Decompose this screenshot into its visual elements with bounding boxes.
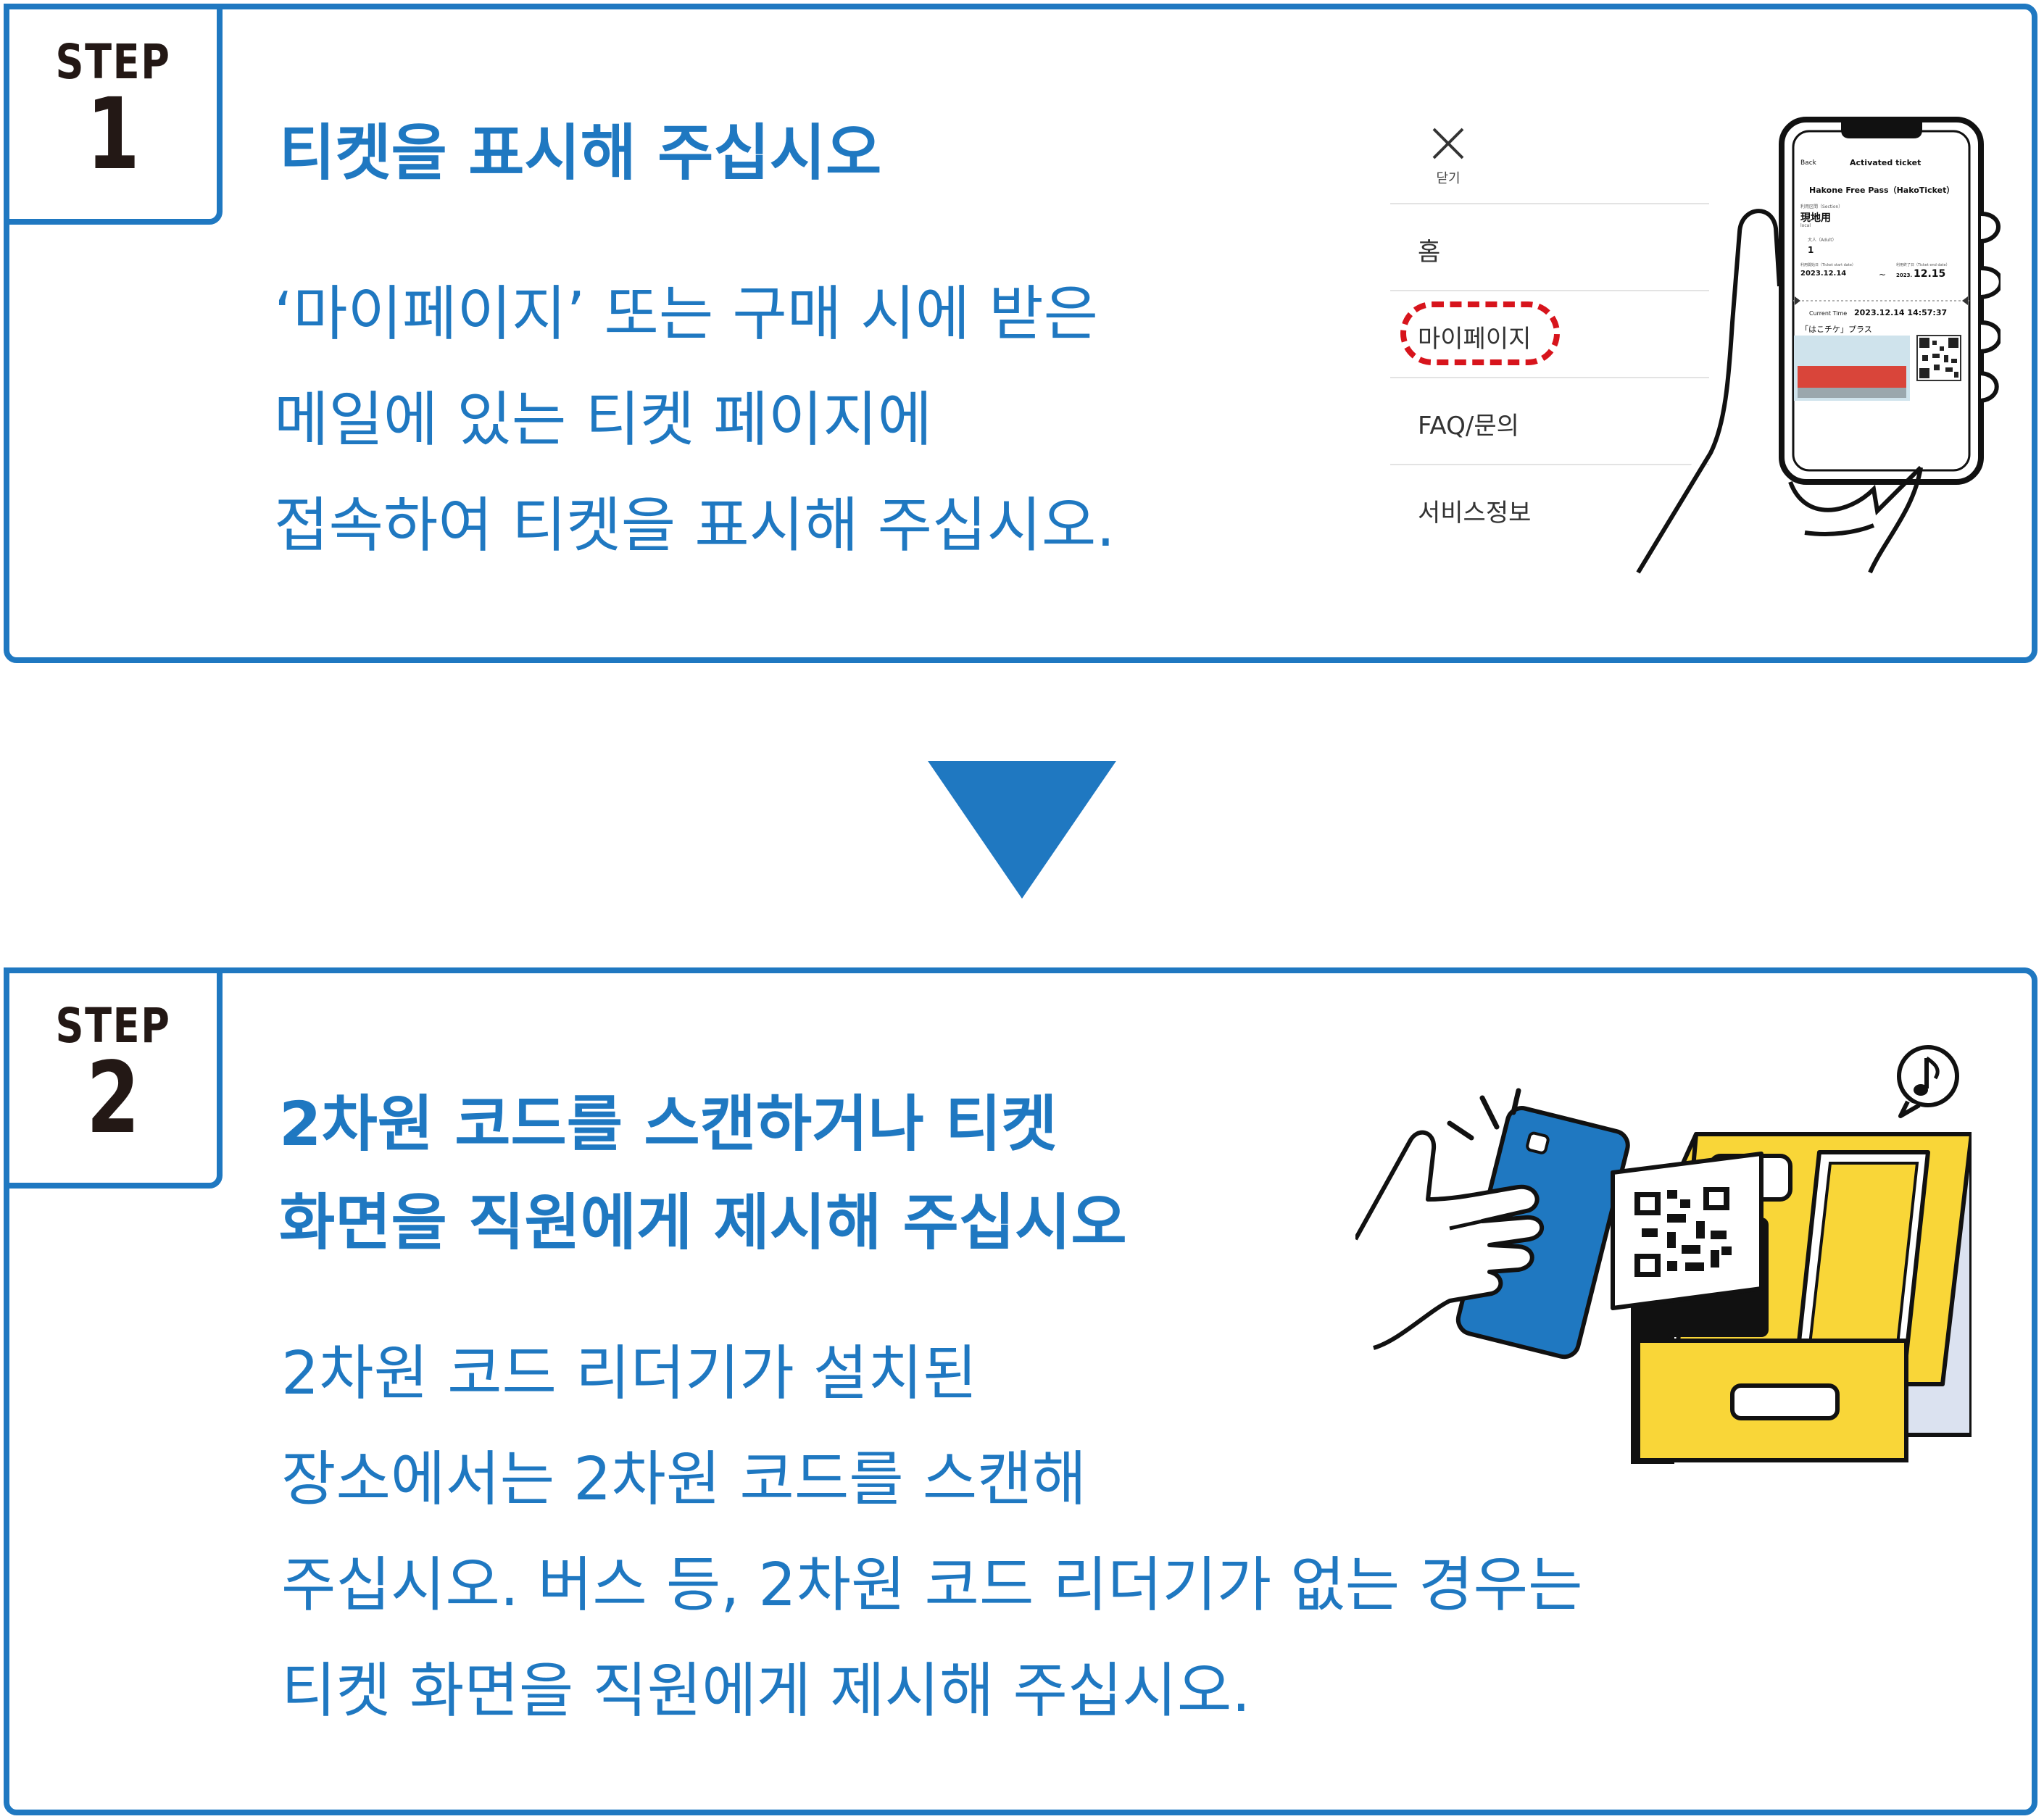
down-arrow-icon (928, 761, 1116, 899)
menu-close-label: 닫기 (1436, 171, 1461, 186)
qr-scanner-illustration (1355, 1045, 1972, 1464)
step1-line-3: 접속하여 티켓을 표시해 주십시오. (274, 491, 1116, 560)
ticket-end-year: 2023. (1896, 272, 1913, 278)
ticket-current-label: Current Time (1809, 310, 1848, 317)
ticket-end-label: 利用終了日（Ticket end date） (1896, 263, 1950, 267)
step2-line-1: 2차원 코드 리더기가 설치된 (281, 1339, 978, 1408)
ticket-date-tilde: ~ (1879, 270, 1887, 280)
ticket-start-label: 利用開始日（Ticket start date） (1800, 263, 1856, 267)
step1-panel: STEP 1 티켓을 표시해 주십시오 ‘마이페이지’ 또는 구매 시에 받은 … (4, 4, 2037, 663)
menu-item-home[interactable]: 홈 (1390, 203, 1709, 291)
side-menu: 닫기 홈 마이페이지 FAQ/문의 서비스정보 (1390, 116, 1709, 580)
ticket-section-sub: local (1800, 223, 1811, 228)
ticket-start-value: 2023.12.14 (1800, 270, 1847, 278)
ticket-back-link[interactable]: Back (1800, 159, 1816, 167)
step2-badge: STEP 2 (4, 967, 223, 1189)
step2-title-line-2: 화면을 직원에게 제시해 주십시오 (279, 1187, 1127, 1258)
step2-line-4: 티켓 화면을 직원에게 제시해 주십시오. (281, 1657, 1251, 1726)
ticket-section-label: 利用区間（Section） (1800, 204, 1843, 209)
ticket-current-value: 2023.12.14 14:57:37 (1854, 308, 1948, 317)
step1-line-2: 메일에 있는 티켓 페이지에 (274, 386, 933, 454)
step2-description: 2차원 코드 리더기가 설치된 장소에서는 2차원 코드를 스캔해 주십시오. … (281, 1321, 2043, 1744)
step1-word: STEP (55, 34, 171, 90)
step2-word: STEP (55, 998, 171, 1054)
ticket-adult-label: 大人（Adult） (1808, 238, 1837, 243)
step2-title: 2차원 코드를 스캔하거나 티켓 화면을 직원에게 제시해 주십시오 (279, 1075, 1468, 1272)
menu-item-label: FAQ/문의 (1418, 412, 1519, 441)
highlight-oval (1400, 301, 1560, 365)
step1-description: ‘마이페이지’ 또는 구매 시에 받은 메일에 있는 티켓 페이지에 접속하여 … (274, 262, 1405, 579)
step1-title: 티켓을 표시해 주십시오 (279, 117, 882, 188)
ticket-adult-value: 1 (1808, 245, 1814, 255)
close-icon (1432, 128, 1464, 159)
step2-title-line-1: 2차원 코드를 스캔하거나 티켓 (279, 1089, 1058, 1160)
hand-holding-phone-illustration (1636, 117, 2001, 574)
step2-number: 2 (86, 1041, 140, 1156)
menu-close-button[interactable]: 닫기 (1426, 122, 1470, 187)
menu-item-mypage[interactable]: 마이페이지 (1390, 290, 1709, 378)
menu-item-faq[interactable]: FAQ/문의 (1390, 377, 1709, 465)
ticket-end-value: 12.15 (1914, 268, 1946, 280)
step1-badge: STEP 1 (4, 4, 223, 225)
menu-item-label: 마이페이지 (1418, 325, 1532, 354)
music-note-icon (1897, 1045, 1959, 1118)
qr-code-icon (1611, 1152, 1763, 1310)
menu-item-service-info[interactable]: 서비스정보 (1390, 464, 1709, 552)
menu-item-label: 홈 (1418, 238, 1441, 267)
ticket-header: Activated ticket (1850, 158, 1922, 167)
ticket-section-value: 現地用 (1800, 212, 1831, 224)
ticket-plus-label: 「はこチケ」プラス (1800, 325, 1872, 334)
ticket-screen: Back Activated ticket Hakone Free Pass（H… (1787, 138, 1972, 406)
step1-number: 1 (86, 78, 140, 192)
menu-item-label: 서비스정보 (1418, 499, 1532, 528)
step2-line-2: 장소에서는 2차원 코드를 스캔해 (281, 1445, 1087, 1514)
step2-line-3: 주십시오. 버스 등, 2차원 코드 리더기가 없는 경우는 (281, 1551, 1583, 1620)
step1-line-1: ‘마이페이지’ 또는 구매 시에 받은 (274, 280, 1099, 349)
ticket-name: Hakone Free Pass（HakoTicket） (1809, 186, 1955, 195)
